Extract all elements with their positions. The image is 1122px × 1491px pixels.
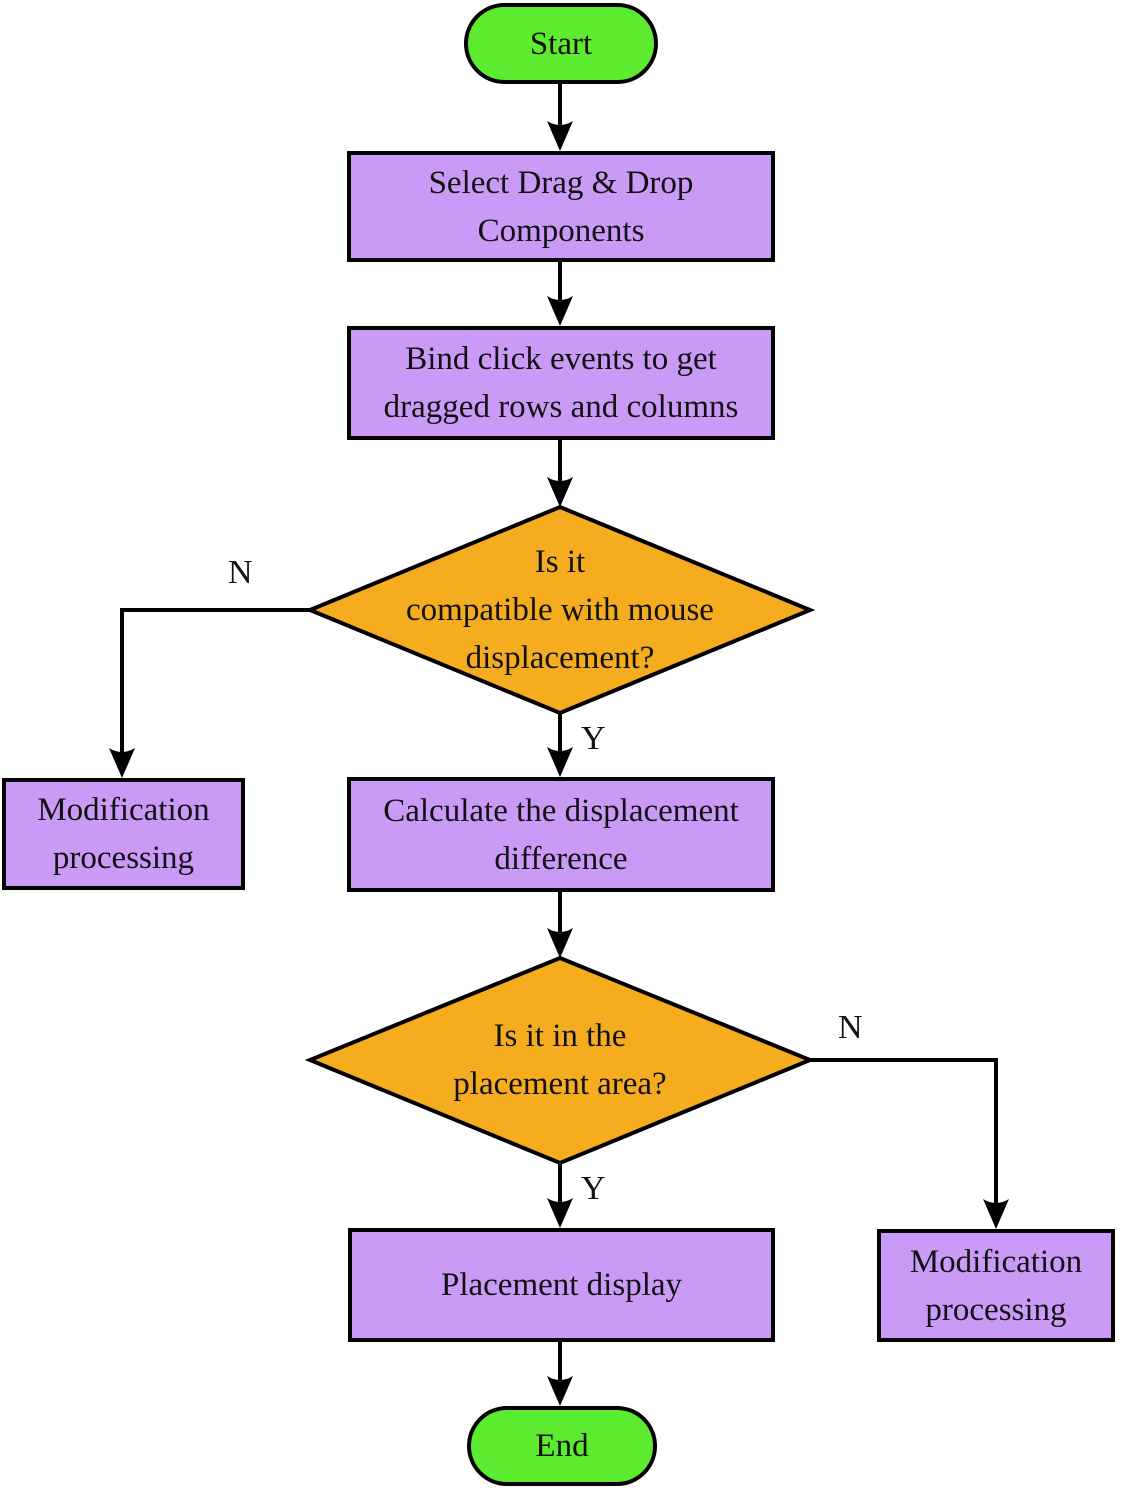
edge-label-mouse-yes: Y <box>581 720 606 757</box>
node-calculate-difference: Calculate the displacement difference <box>347 777 775 892</box>
edge-label-area-no: N <box>838 1009 863 1046</box>
node-end-label: End <box>535 1428 589 1464</box>
arrowhead-select-to-bind <box>547 296 573 326</box>
node-modification-right: Modification processing <box>877 1229 1115 1342</box>
node-end: End <box>467 1406 657 1486</box>
decision-mouse-displacement-shape <box>304 504 816 716</box>
arrowhead-mouse-decision-yes <box>547 747 573 777</box>
edge-area-decision-no <box>810 1058 998 1224</box>
arrowhead-area-decision-yes <box>547 1198 573 1228</box>
decision-placement-area-shape <box>304 955 816 1166</box>
arrowhead-area-decision-no <box>983 1199 1009 1229</box>
edge-label-mouse-no: N <box>228 554 253 591</box>
node-calculate-difference-label: Calculate the displacement difference <box>383 792 739 877</box>
edge-label-area-yes: Y <box>581 1170 606 1207</box>
node-bind-events-label: Bind click events to get dragged rows an… <box>383 341 739 425</box>
node-placement-display: Placement display <box>348 1228 775 1342</box>
arrowhead-mouse-decision-no <box>109 748 135 778</box>
node-start-label: Start <box>529 25 593 62</box>
node-placement-display-label: Placement display <box>440 1267 683 1303</box>
node-select-components-label: Select Drag & Drop Components <box>428 164 694 249</box>
arrowhead-bind-to-mouse-decision <box>547 477 573 507</box>
node-modification-right-label: Modification processing <box>909 1243 1083 1328</box>
arrowhead-placement-to-end <box>547 1376 573 1406</box>
node-select-components: Select Drag & Drop Components <box>347 151 775 262</box>
arrowhead-start-to-select <box>547 121 573 151</box>
node-start: Start <box>464 3 658 84</box>
arrowhead-calculate-to-area-decision <box>547 928 573 958</box>
node-modification-left: Modification processing <box>2 778 245 890</box>
edge-mouse-decision-no <box>120 608 310 773</box>
node-bind-events: Bind click events to get dragged rows an… <box>347 326 775 440</box>
node-modification-left-label: Modification processing <box>37 792 210 876</box>
